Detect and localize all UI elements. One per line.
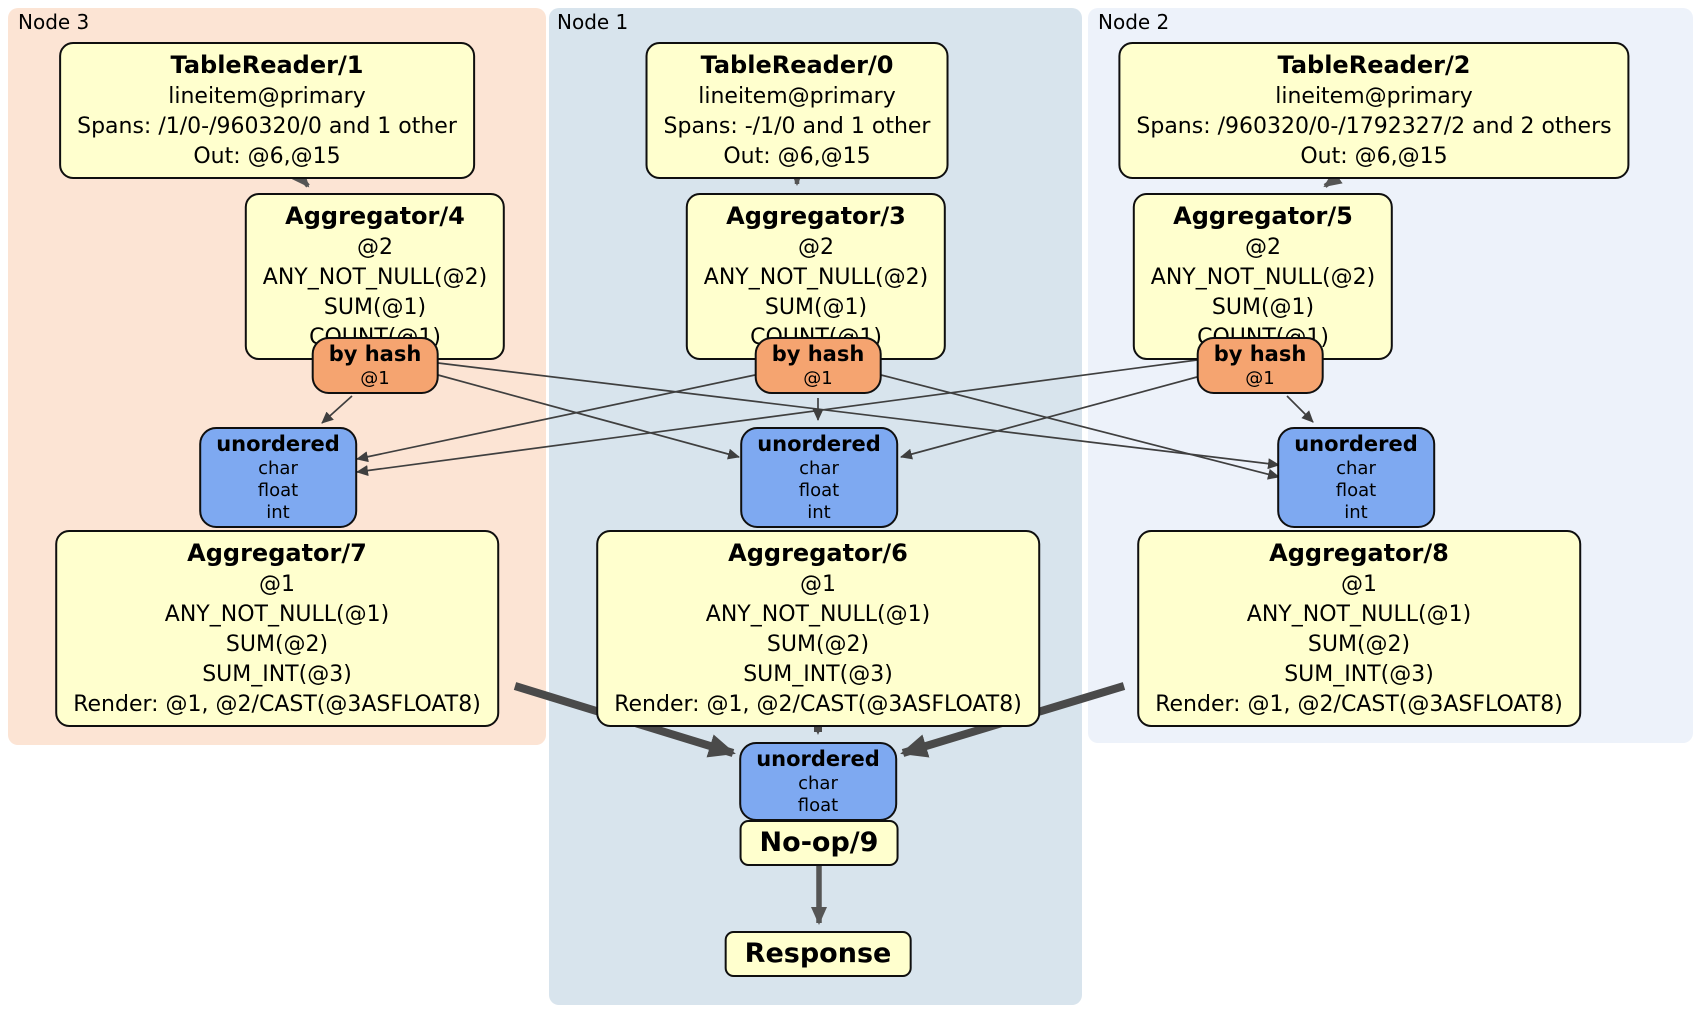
- processor-detail: @1: [1341, 572, 1377, 597]
- processor-detail: SUM_INT(@3): [743, 662, 893, 687]
- sync-detail: char: [798, 773, 838, 794]
- aggregator-box: Aggregator/7 @1 ANY_NOT_NULL(@1) SUM(@2)…: [55, 530, 499, 727]
- tablereader-box: TableReader/1 lineitem@primary Spans: /1…: [59, 42, 475, 179]
- router-title: by hash: [771, 342, 865, 366]
- processor-title: Aggregator/7: [187, 539, 367, 567]
- tablereader-box: TableReader/0 lineitem@primary Spans: -/…: [645, 42, 949, 179]
- processor-title: No-op/9: [759, 827, 879, 858]
- processor-detail: SUM_INT(@3): [202, 662, 352, 687]
- hash-router: by hash @1: [754, 337, 882, 394]
- final-unordered-sync: unordered char float: [739, 742, 897, 821]
- processor-title: Aggregator/3: [726, 202, 906, 230]
- processor-title: Aggregator/5: [1173, 202, 1353, 230]
- processor-title: Aggregator/8: [1269, 539, 1449, 567]
- processor-title: Aggregator/4: [285, 202, 465, 230]
- processor-detail: Out: @6,@15: [723, 144, 871, 169]
- aggregator-box: Aggregator/5 @2 ANY_NOT_NULL(@2) SUM(@1)…: [1132, 193, 1394, 360]
- sync-detail: char: [1336, 458, 1376, 479]
- aggregator-box: Aggregator/6 @1 ANY_NOT_NULL(@1) SUM(@2)…: [596, 530, 1040, 727]
- node2-label: Node 2: [1098, 10, 1170, 34]
- sync-detail: char: [258, 458, 298, 479]
- noop-box: No-op/9: [739, 820, 899, 866]
- sync-detail: char: [799, 458, 839, 479]
- router-detail: @1: [803, 368, 833, 389]
- processor-detail: lineitem@primary: [698, 84, 896, 109]
- processor-title: TableReader/0: [700, 51, 894, 79]
- sync-title: unordered: [1294, 432, 1418, 456]
- aggregator-box: Aggregator/8 @1 ANY_NOT_NULL(@1) SUM(@2)…: [1137, 530, 1581, 727]
- processor-title: TableReader/2: [1277, 51, 1471, 79]
- aggregator-box: Aggregator/4 @2 ANY_NOT_NULL(@2) SUM(@1)…: [244, 193, 506, 360]
- processor-title: TableReader/1: [170, 51, 364, 79]
- processor-detail: SUM(@2): [766, 632, 870, 657]
- node1-label: Node 1: [557, 10, 629, 34]
- router-detail: @1: [1245, 368, 1275, 389]
- processor-detail: Render: @1, @2/CAST(@3ASFLOAT8): [1155, 692, 1563, 717]
- processor-detail: SUM(@2): [225, 632, 329, 657]
- processor-detail: SUM(@1): [764, 295, 868, 320]
- processor-detail: ANY_NOT_NULL(@2): [262, 265, 488, 290]
- response-box: Response: [724, 931, 912, 977]
- processor-detail: @2: [357, 235, 393, 260]
- sync-title: unordered: [216, 432, 340, 456]
- processor-detail: Out: @6,@15: [1300, 144, 1448, 169]
- processor-title: Response: [744, 938, 892, 969]
- processor-detail: @2: [798, 235, 834, 260]
- processor-detail: SUM(@2): [1307, 632, 1411, 657]
- processor-detail: ANY_NOT_NULL(@2): [1150, 265, 1376, 290]
- hash-router: by hash @1: [311, 337, 439, 394]
- router-detail: @1: [360, 368, 390, 389]
- processor-detail: lineitem@primary: [1275, 84, 1473, 109]
- router-title: by hash: [328, 342, 422, 366]
- sync-detail: float: [798, 480, 840, 501]
- sync-title: unordered: [757, 432, 881, 456]
- processor-title: Aggregator/6: [728, 539, 908, 567]
- processor-detail: Spans: -/1/0 and 1 other: [663, 114, 931, 139]
- sync-detail: float: [1335, 480, 1377, 501]
- processor-detail: Spans: /960320/0-/1792327/2 and 2 others: [1136, 114, 1612, 139]
- unordered-sync: unordered char float int: [199, 427, 357, 528]
- sync-detail: int: [266, 502, 290, 523]
- node3-label: Node 3: [18, 10, 90, 34]
- hash-router: by hash @1: [1196, 337, 1324, 394]
- processor-detail: SUM_INT(@3): [1284, 662, 1434, 687]
- sync-detail: int: [807, 502, 831, 523]
- processor-detail: ANY_NOT_NULL(@1): [705, 602, 931, 627]
- sync-detail: float: [797, 795, 839, 816]
- processor-detail: SUM(@1): [323, 295, 427, 320]
- unordered-sync: unordered char float int: [740, 427, 898, 528]
- processor-detail: ANY_NOT_NULL(@1): [164, 602, 390, 627]
- router-title: by hash: [1213, 342, 1307, 366]
- processor-detail: @1: [800, 572, 836, 597]
- processor-detail: Spans: /1/0-/960320/0 and 1 other: [77, 114, 457, 139]
- unordered-sync: unordered char float int: [1277, 427, 1435, 528]
- processor-detail: lineitem@primary: [168, 84, 366, 109]
- processor-detail: Render: @1, @2/CAST(@3ASFLOAT8): [73, 692, 481, 717]
- processor-detail: @1: [259, 572, 295, 597]
- processor-detail: ANY_NOT_NULL(@1): [1246, 602, 1472, 627]
- sync-detail: float: [257, 480, 299, 501]
- sync-title: unordered: [756, 747, 880, 771]
- sync-detail: int: [1344, 502, 1368, 523]
- tablereader-box: TableReader/2 lineitem@primary Spans: /9…: [1118, 42, 1630, 179]
- processor-detail: @2: [1245, 235, 1281, 260]
- processor-detail: Out: @6,@15: [193, 144, 341, 169]
- processor-detail: Render: @1, @2/CAST(@3ASFLOAT8): [614, 692, 1022, 717]
- aggregator-box: Aggregator/3 @2 ANY_NOT_NULL(@2) SUM(@1)…: [685, 193, 947, 360]
- processor-detail: ANY_NOT_NULL(@2): [703, 265, 929, 290]
- processor-detail: SUM(@1): [1211, 295, 1315, 320]
